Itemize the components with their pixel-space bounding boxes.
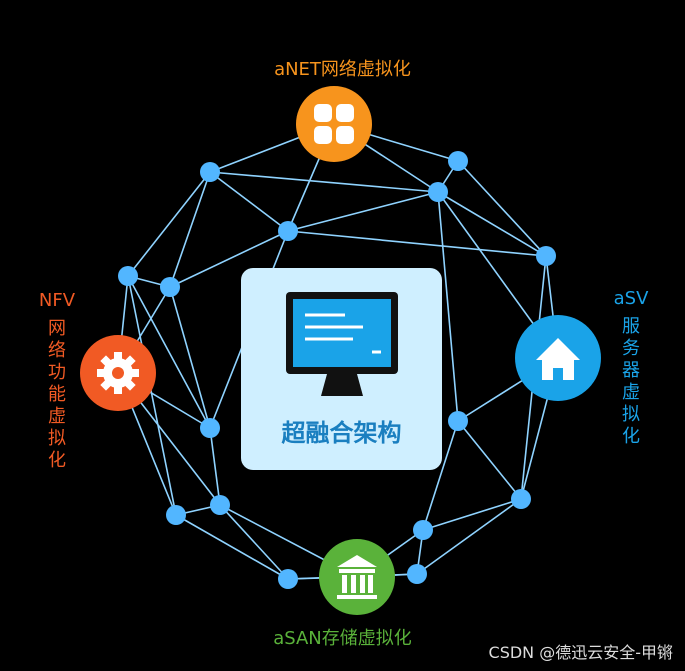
network-node: [200, 162, 220, 182]
asv-sublabel: 服务器虚拟化: [622, 316, 640, 447]
network-link: [209, 427, 221, 506]
network-node: [511, 489, 531, 509]
network-link: [169, 171, 211, 288]
network-node: [166, 505, 186, 525]
network-node: [536, 246, 556, 266]
network-link: [437, 191, 459, 422]
network-node: [200, 418, 220, 438]
network-link: [219, 504, 289, 580]
network-link: [457, 420, 522, 500]
watermark: CSDN @德迅云安全-甲锵: [488, 643, 673, 662]
network-link: [127, 171, 211, 277]
network-link: [175, 514, 289, 580]
network-link: [422, 498, 522, 531]
network-node: [210, 495, 230, 515]
network-link: [287, 191, 439, 232]
network-link: [169, 230, 289, 288]
asan-label: aSAN存储虚拟化: [273, 628, 412, 649]
network-link: [437, 191, 547, 257]
network-link: [127, 275, 177, 516]
network-node: [428, 182, 448, 202]
asv-label: aSV: [613, 288, 649, 309]
network-node: [278, 569, 298, 589]
network-node: [448, 411, 468, 431]
bank-icon: [319, 539, 395, 615]
network-link: [127, 275, 211, 429]
network-link: [209, 171, 439, 193]
network-link: [422, 420, 459, 531]
network-link: [457, 160, 547, 257]
gear-icon: [80, 335, 156, 411]
anet-label: aNET网络虚拟化: [274, 59, 411, 80]
network-node: [118, 266, 138, 286]
network-node: [160, 277, 180, 297]
center-panel: 超融合架构: [241, 268, 442, 470]
network-node: [278, 221, 298, 241]
nfv-sublabel: 网络功能虚拟化: [48, 318, 66, 471]
monitor-icon: [286, 292, 398, 396]
network-link: [169, 286, 211, 429]
network-node: [413, 520, 433, 540]
network-link: [416, 498, 522, 575]
center-title: 超融合架构: [281, 419, 402, 447]
network-nodes: [80, 86, 601, 615]
grid-icon: [296, 86, 372, 162]
nfv-label: NFV: [38, 290, 76, 311]
home-icon: [515, 315, 601, 401]
network-node: [448, 151, 468, 171]
network-node: [407, 564, 427, 584]
network-link: [287, 230, 547, 257]
network-link: [209, 171, 289, 232]
